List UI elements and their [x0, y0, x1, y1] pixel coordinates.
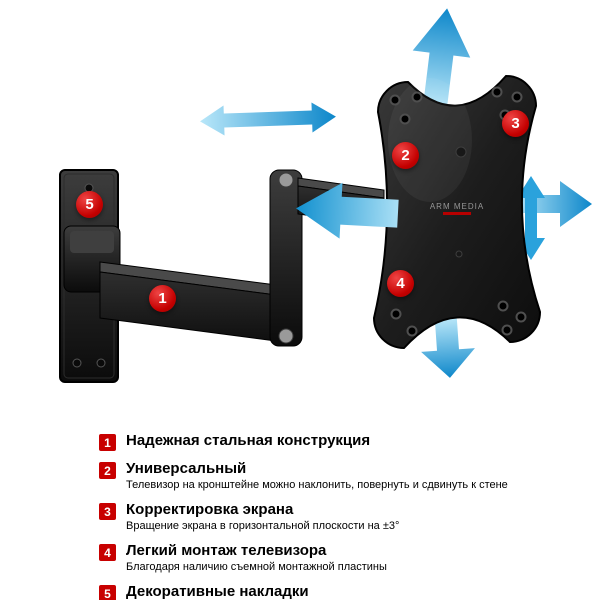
hinge-pin: [278, 172, 294, 188]
product-illustration: ARM MEDIA: [59, 8, 592, 383]
feature-description: Благодаря наличию съемной монтажной плас…: [126, 561, 387, 573]
vesa-hole: [411, 91, 423, 103]
vesa-plate: ARM MEDIA: [372, 74, 542, 350]
right-arrow-icon: [512, 181, 592, 227]
vesa-hole: [511, 91, 523, 103]
feature-item-2: 2 Универсальный Телевизор на кронштейне …: [99, 461, 569, 492]
feature-title: Легкий монтаж телевизора: [126, 542, 327, 559]
feature-number-badge: 2: [99, 462, 116, 479]
feature-item-4: 4 Легкий монтаж телевизора Благодаря нал…: [99, 543, 569, 574]
vesa-hole: [501, 324, 513, 336]
feature-title: Корректировка экрана: [126, 501, 294, 518]
down-arrow-icon: [421, 317, 475, 378]
feature-item-3: 3 Корректировка экрана Вращение экрана в…: [99, 502, 569, 533]
feature-title: Декоративные накладки: [126, 583, 309, 600]
feature-description: Вращение экрана в горизонтальной плоскос…: [126, 520, 400, 532]
left-arrow-icon: [296, 182, 399, 239]
mounting-hole: [96, 358, 106, 368]
feature-title: Надежная стальная конструкция: [126, 432, 371, 449]
mounting-hole: [72, 358, 82, 368]
feature-number-badge: 3: [99, 503, 116, 520]
callout-4: 4: [387, 270, 414, 297]
brand-logo: ARM MEDIA: [430, 202, 484, 211]
callout-1: 1: [149, 285, 176, 312]
feature-number-badge: 4: [99, 544, 116, 561]
vesa-hole: [491, 86, 503, 98]
feature-title: Универсальный: [126, 460, 247, 477]
arm-lower: [99, 261, 285, 343]
plate-detail-hole: [455, 250, 463, 258]
vesa-hole: [389, 94, 401, 106]
brand-logo-accent: [443, 212, 471, 215]
callout-5: 5: [76, 191, 103, 218]
feature-item-5: 5 Декоративные накладки: [99, 584, 569, 600]
up-arrow-icon: [412, 8, 471, 110]
callout-2: 2: [392, 142, 419, 169]
hinge-pin: [278, 328, 294, 344]
vesa-hole: [406, 325, 418, 337]
feature-list: 1 Надежная стальная конструкция 2 Универ…: [99, 433, 569, 600]
elbow-hinge: [269, 169, 303, 347]
feature-item-1: 1 Надежная стальная конструкция: [99, 433, 569, 451]
vesa-hole: [515, 311, 527, 323]
horizontal-double-arrow-icon: [200, 102, 336, 136]
feature-number-badge: 1: [99, 434, 116, 451]
feature-number-badge: 5: [99, 585, 116, 600]
plate-detail-hole: [455, 146, 467, 158]
vesa-hole: [399, 113, 411, 125]
feature-description: Телевизор на кронштейне можно наклонить,…: [126, 479, 508, 491]
vesa-hole: [390, 308, 402, 320]
callout-3: 3: [502, 110, 529, 137]
vesa-hole: [497, 300, 509, 312]
